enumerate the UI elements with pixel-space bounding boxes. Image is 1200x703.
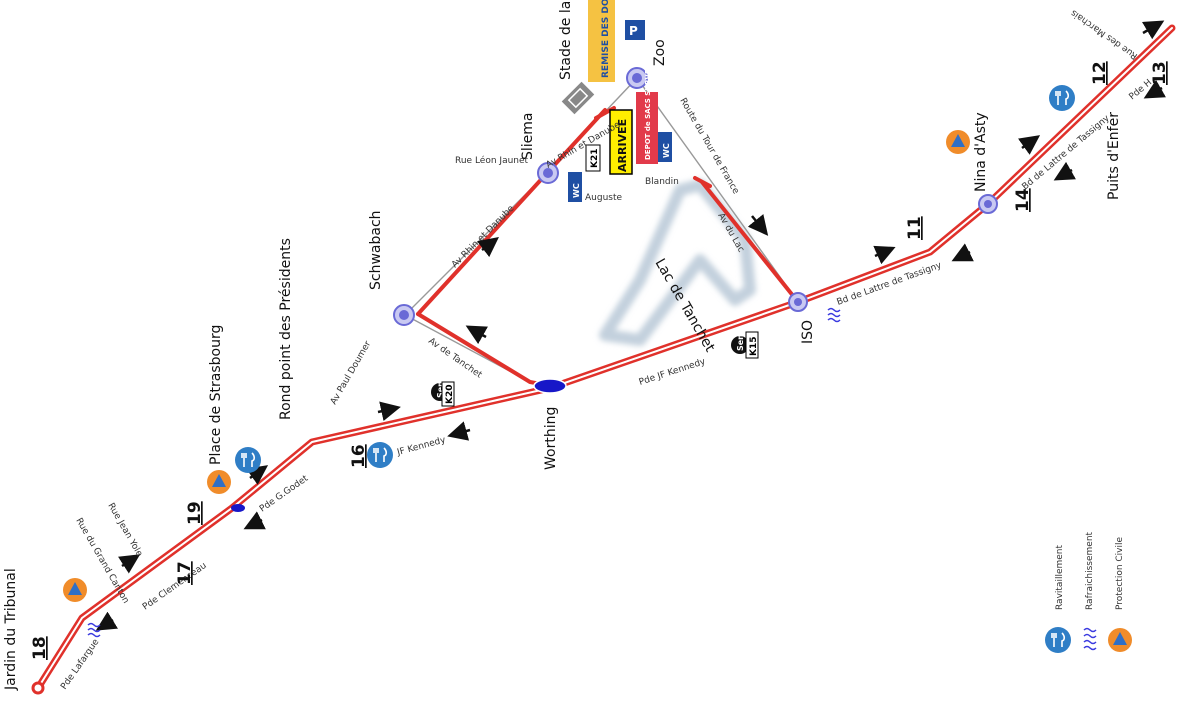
node-strasbourg: [231, 504, 245, 512]
protection-civile-icons: [63, 130, 970, 602]
water-waves-icon: [87, 622, 101, 638]
stade-icon: [561, 81, 595, 115]
av-doumer-label: Av Paul Doumer: [329, 339, 374, 406]
km-18: 18: [30, 636, 50, 660]
km-14: 14: [1013, 188, 1033, 212]
wc-label: WC: [662, 143, 671, 158]
water-waves-icon: [1083, 627, 1097, 651]
wc-sign: WC: [568, 172, 582, 202]
direction-arrows: [95, 20, 1166, 631]
km-markers: 11 12 13 14 16 17 18 19: [30, 61, 1170, 660]
wc-sign: WC: [658, 132, 672, 162]
fork-knife-icon: [235, 447, 261, 473]
remise-label: REMISE DES DOSSARDS: [601, 0, 611, 78]
km-12: 12: [1090, 61, 1110, 85]
triangle-circle-icon: [63, 578, 87, 602]
legend-rafraichissement: Rafraichissement: [1085, 531, 1095, 610]
worthing-label: Worthing: [543, 407, 559, 470]
roundabout-nodes: [31, 67, 998, 695]
km-11: 11: [905, 216, 925, 240]
depot-sacs-sign: DEPOT de SACS SURVEILLE: [636, 53, 658, 164]
fork-knife-icon: [1045, 627, 1071, 653]
triangle-circle-icon: [946, 130, 970, 154]
lake-shape: [599, 179, 756, 346]
rue-leon-label: Rue Léon Jaunet: [455, 155, 529, 166]
pde-kennedy-label: Pde JF Kennedy: [638, 357, 708, 388]
stade-label: Stade de la Rudelière: [558, 0, 574, 80]
zoo-label: Zoo: [652, 39, 668, 66]
arrivee-sign: ARRIVEE: [609, 109, 633, 175]
svg-text:K20: K20: [445, 385, 455, 405]
ravitaillement-icons: [235, 85, 1075, 473]
iso-label: ISO: [800, 320, 816, 344]
rond-point-label: Rond point des Présidents: [278, 238, 294, 420]
av-tanchet-label: Av de Tanchet: [426, 336, 484, 381]
node-worthing: [533, 378, 567, 394]
wc-label: WC: [572, 183, 581, 198]
svg-text:K21: K21: [590, 149, 600, 169]
blandin-label: Blandin: [645, 177, 679, 187]
km-19: 19: [185, 501, 205, 525]
rue-jean-yole-label: Rue Jean Yole: [105, 502, 144, 559]
legend-ravitaillement: Ravitaillement: [1055, 545, 1065, 610]
semi-badge-k21: Semi K21: [585, 144, 601, 172]
fork-knife-icon: [367, 442, 393, 468]
svg-text:Semi: Semi: [436, 375, 445, 398]
svg-text:Semi: Semi: [736, 328, 745, 351]
place-strasbourg-label: Place de Strasbourg: [208, 325, 224, 465]
semi-badge-k20: Semi K20: [431, 375, 455, 407]
remise-dossards-sign: REMISE DES DOSSARDS: [588, 0, 615, 82]
svg-text:P: P: [629, 24, 638, 38]
arrivee-label: ARRIVEE: [616, 119, 629, 172]
fork-knife-icon: [1049, 85, 1075, 111]
jf-kennedy-label: JF Kennedy: [395, 435, 447, 458]
parking-icon: P: [625, 20, 645, 40]
schwabach-label: Schwabach: [368, 210, 384, 290]
km-13: 13: [1150, 61, 1170, 85]
legend: Ravitaillement Rafraichissement Protecti…: [1045, 531, 1132, 653]
sliema-label: Sliema: [520, 113, 536, 161]
puits-label: Puits d'Enfer: [1106, 112, 1122, 200]
triangle-circle-icon: [1108, 628, 1132, 652]
km-17: 17: [175, 561, 195, 585]
nina-label: Nina d'Asty: [973, 112, 989, 192]
triangle-circle-icon: [207, 470, 231, 494]
jardin-label: Jardin du Tribunal: [3, 568, 19, 691]
svg-text:K15: K15: [749, 337, 759, 357]
rue-marchais-label: Rue des Marchais: [1069, 7, 1140, 61]
av-rhin-left-label: Av Rhin et Danube: [450, 203, 517, 270]
semi-badge-k15: Semi K15: [731, 328, 759, 359]
auguste-label: Auguste: [585, 193, 622, 203]
legend-protection: Protection Civile: [1115, 536, 1125, 610]
rafraichissement-icons: [87, 307, 841, 638]
node-jardin: [31, 681, 45, 695]
water-waves-icon: [827, 307, 841, 323]
depot-label: DEPOT de SACS SURVEILLE: [644, 53, 652, 160]
km-16: 16: [349, 444, 369, 468]
